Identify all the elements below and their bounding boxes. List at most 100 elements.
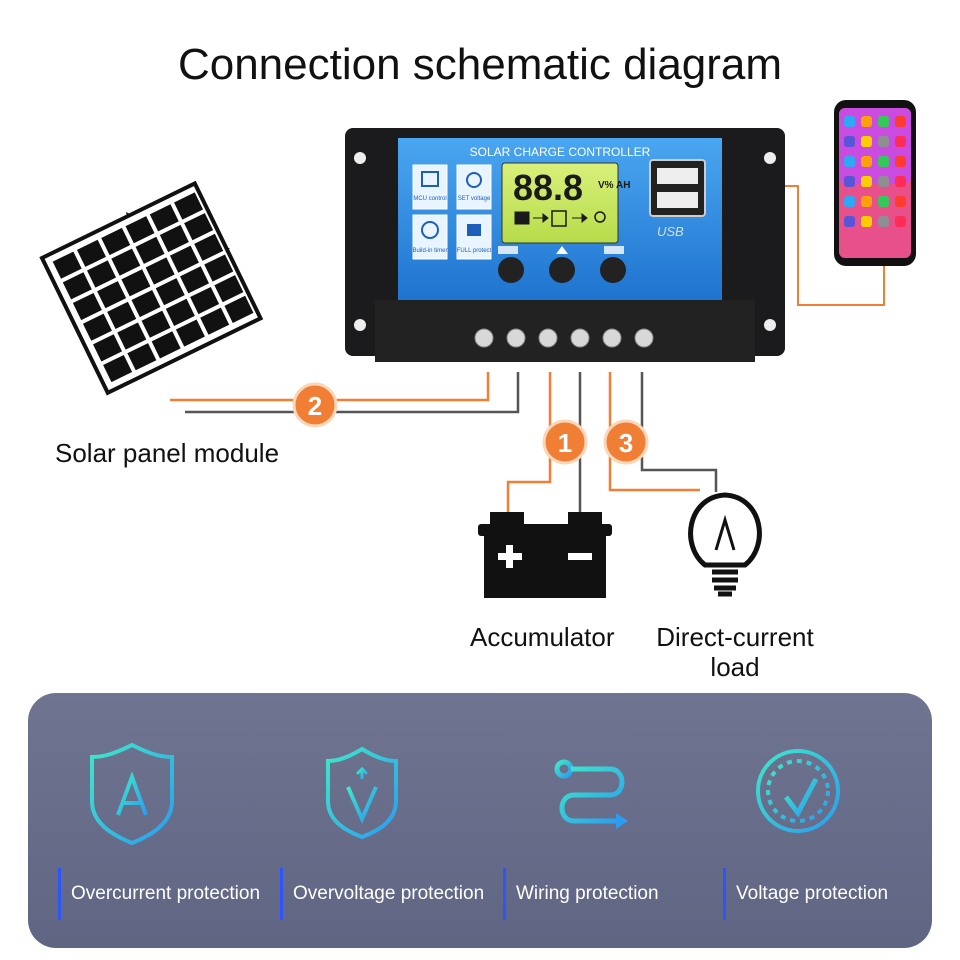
feature-overcurrent: Overcurrent protection: [58, 868, 260, 920]
app-icon: [878, 216, 889, 227]
solar-cell: [121, 269, 151, 297]
up-button[interactable]: [549, 257, 575, 283]
app-icon: [844, 216, 855, 227]
solar-cell: [194, 233, 224, 261]
app-icon: [878, 196, 889, 207]
solar-cell: [62, 272, 92, 300]
wire-solar-orange: [170, 372, 490, 402]
charge-controller: SOLAR CHARGE CONTROLLER MCU control SET …: [345, 128, 785, 362]
solar-cell: [141, 310, 171, 338]
controller-buttons: [498, 246, 626, 283]
app-icon: [861, 176, 872, 187]
function-icons: MCU control SET voltage Build-in timer F…: [412, 164, 492, 260]
solar-cell: [151, 331, 181, 359]
wire-load-orange: [608, 372, 700, 492]
controller-label: SOLAR CHARGE CONTROLLER: [470, 145, 651, 159]
svg-text:MCU control: MCU control: [413, 196, 446, 202]
solar-cell: [72, 292, 102, 321]
clock-icon: [421, 221, 439, 239]
usb-label: USB: [657, 224, 684, 239]
wiring-icon: [554, 759, 628, 829]
connection-badges: 2 1 3: [292, 382, 649, 465]
battery-icon: [478, 512, 612, 598]
app-icon: [861, 156, 872, 167]
svg-text:Build-in timer: Build-in timer: [412, 248, 447, 254]
app-icon: [844, 156, 855, 167]
feature-wiring: Wiring protection: [503, 868, 659, 920]
app-icon: [844, 136, 855, 147]
solar-cell: [174, 192, 204, 220]
solar-cell: [159, 224, 189, 253]
lcd-screen: [501, 162, 619, 244]
solar-cell: [111, 248, 141, 276]
solar-cell: [97, 281, 127, 309]
app-icon: [844, 176, 855, 187]
solar-cell: [165, 298, 195, 326]
solar-cell: [135, 236, 165, 264]
solar-cell: [190, 286, 220, 315]
solar-cell: [180, 266, 210, 294]
solar-cell: [204, 254, 234, 282]
terminal-screw: [474, 328, 494, 348]
feature-icons: [90, 742, 840, 846]
app-icon: [895, 136, 906, 147]
app-icon: [861, 116, 872, 127]
terminal-screw: [602, 328, 622, 348]
chip-icon: [421, 171, 439, 187]
solar-cell: [101, 227, 131, 256]
app-icon: [844, 116, 855, 127]
solar-cell: [224, 295, 254, 323]
lock-icon: [467, 224, 481, 236]
terminal-block: [474, 328, 654, 348]
app-icon: [878, 136, 889, 147]
feature-overvoltage: Overvoltage protection: [280, 868, 484, 920]
solar-cell: [127, 343, 157, 371]
light-bulb-icon: [688, 492, 762, 597]
solar-cell: [184, 213, 214, 241]
dc-load-label-line1: Direct-current: [656, 622, 814, 652]
app-icon: [895, 216, 906, 227]
app-icon: [878, 116, 889, 127]
gear-icon: [466, 172, 482, 188]
solar-cell: [107, 301, 137, 329]
dc-load-label: Direct-current load: [640, 622, 830, 682]
shield-v-icon: [326, 746, 398, 840]
svg-text:SET voltage: SET voltage: [458, 196, 491, 202]
solar-cell: [103, 354, 133, 383]
shield-a-icon: [90, 742, 174, 846]
page-title: Connection schematic diagram: [177, 40, 783, 89]
solar-cell: [169, 245, 199, 273]
badge-3: 3: [619, 428, 633, 458]
lcd-digits: 88.8: [513, 167, 583, 208]
down-button[interactable]: [600, 257, 626, 283]
accumulator-label: Accumulator: [470, 622, 615, 652]
terminal-screw: [634, 328, 654, 348]
solar-panel-label: Solar panel module: [55, 438, 280, 468]
app-icon: [895, 196, 906, 207]
svg-text:FULL protect: FULL protect: [457, 248, 492, 254]
dc-load-label-line2: load: [710, 652, 760, 682]
solar-panel-icon: [39, 180, 264, 396]
badge-1: 1: [558, 428, 572, 458]
app-icon: [878, 176, 889, 187]
terminal-screw: [506, 328, 526, 348]
schematic: SOLAR CHARGE CONTROLLER MCU control SET …: [39, 100, 916, 598]
app-icon: [844, 196, 855, 207]
smartphone-icon: [834, 100, 916, 266]
app-icon: [895, 116, 906, 127]
solar-cell: [175, 319, 205, 347]
solar-cell: [131, 289, 161, 318]
menu-button[interactable]: [498, 257, 524, 283]
app-icon: [895, 176, 906, 187]
badge-2: 2: [308, 391, 322, 421]
gauge-icon: [756, 749, 840, 833]
solar-cell: [125, 216, 155, 244]
terminal-screw: [570, 328, 590, 348]
solar-cell: [52, 251, 82, 279]
app-icon: [861, 196, 872, 207]
solar-cell: [149, 204, 179, 232]
lcd-flow-icons: [514, 210, 606, 227]
terminal-screw: [538, 328, 558, 348]
solar-cell: [145, 257, 175, 285]
wire-solar-dark: [185, 372, 520, 414]
